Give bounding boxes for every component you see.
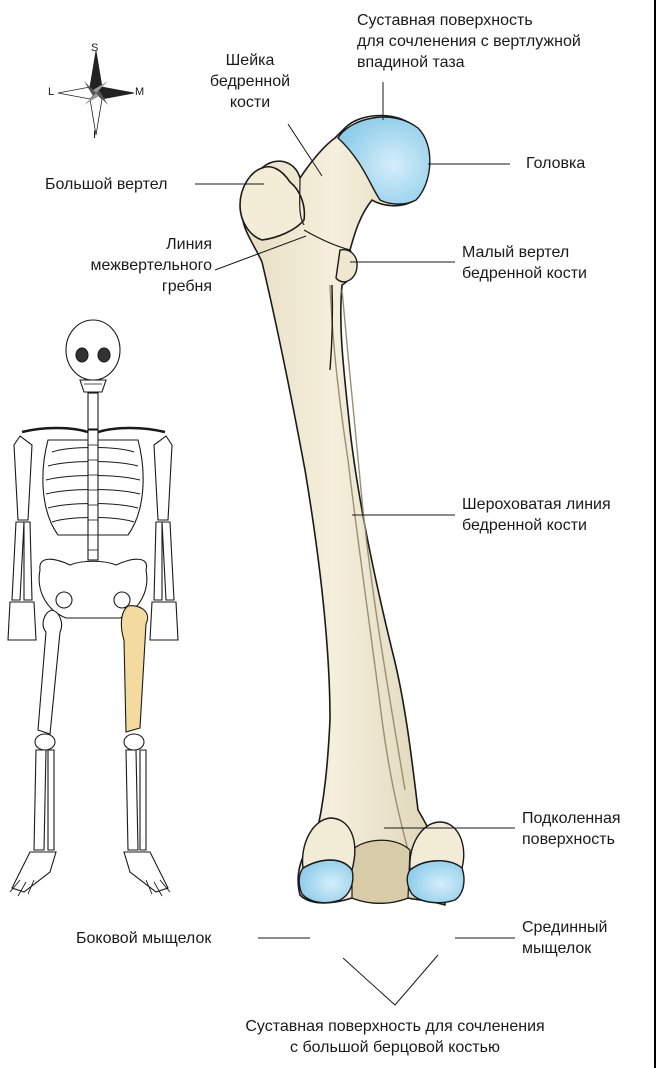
label-popliteal-surface: Подколенная поверхность	[522, 808, 621, 850]
right-femur-white	[38, 610, 62, 734]
label-lesser-trochanter: Малый вертел бедренной кости	[462, 242, 587, 284]
label-articular-surface-tibia: Суставная поверхность для сочленения с б…	[190, 1016, 600, 1058]
page-border	[654, 0, 656, 1068]
label-femoral-neck: Шейка бедренной кости	[200, 50, 300, 113]
compass-rose	[58, 51, 134, 135]
label-greater-trochanter: Большой вертел	[45, 174, 167, 195]
highlighted-femur	[121, 606, 147, 732]
compass-inferior-label: I	[93, 129, 96, 141]
label-articular-surface-acetabulum: Суставная поверхность для сочленения с в…	[357, 10, 581, 73]
left-foot	[12, 852, 56, 892]
label-head: Головка	[526, 153, 585, 174]
medial-condyle-cartilage	[407, 861, 464, 903]
compass-medial-label: M	[135, 86, 144, 98]
label-intertrochanteric-crest: Линия межвертельного гребня	[82, 234, 212, 297]
compass-superior-label: S	[91, 42, 98, 54]
right-foot	[124, 852, 168, 892]
skeleton-reference	[8, 320, 178, 896]
femur-bone	[240, 116, 445, 906]
compass-lateral-label: L	[48, 86, 54, 98]
label-medial-condyle: Срединный мыщелок	[522, 917, 607, 959]
label-lateral-condyle: Боковой мыщелок	[76, 928, 211, 949]
skull	[66, 320, 120, 380]
label-linea-aspera: Шероховатая линия бедренной кости	[462, 494, 611, 536]
